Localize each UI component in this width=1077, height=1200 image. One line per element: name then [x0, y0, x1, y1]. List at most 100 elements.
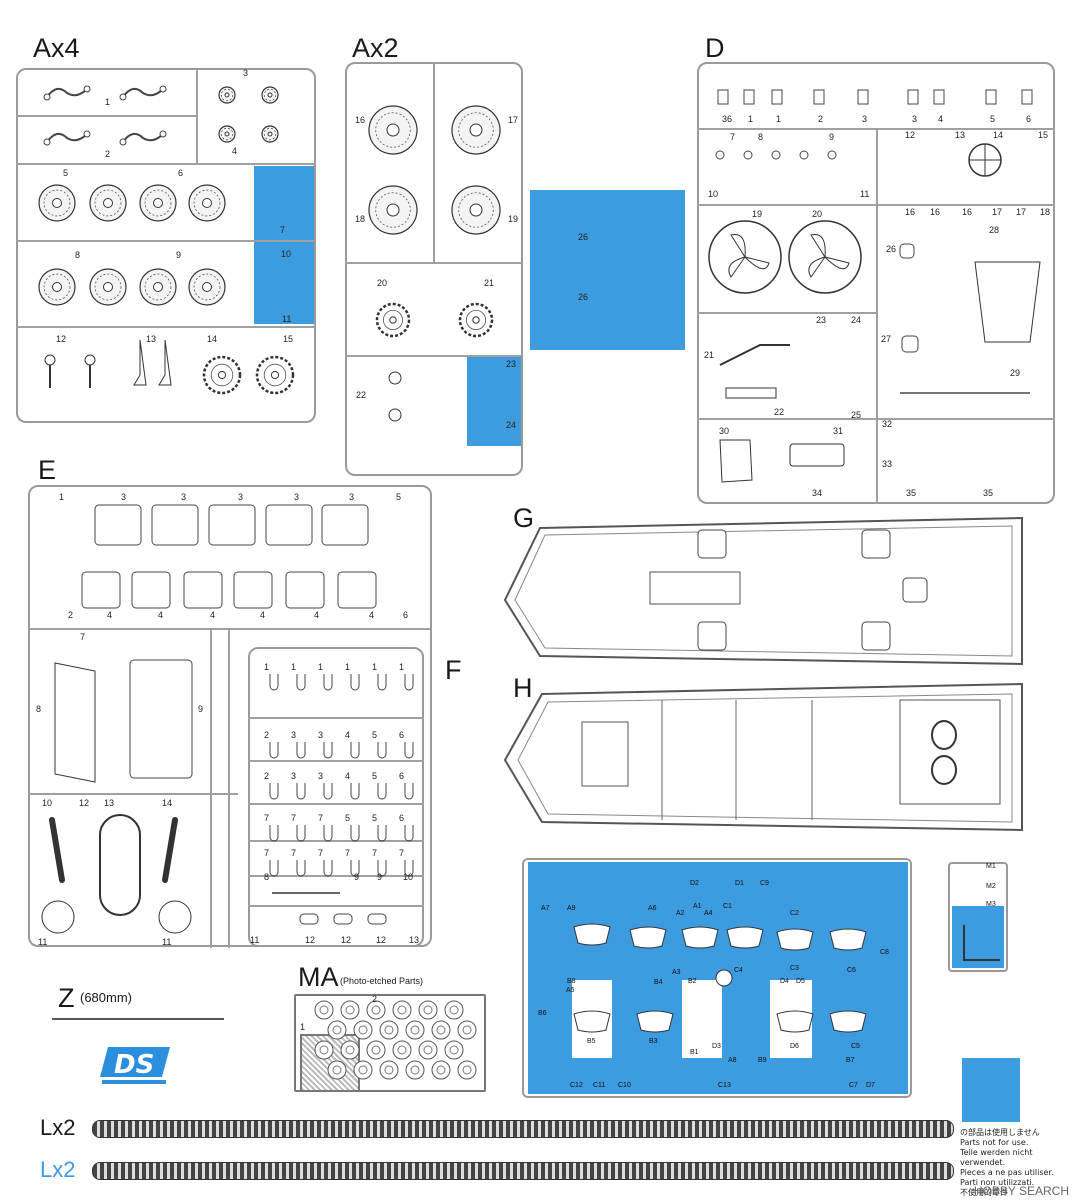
- ax4-road-wheel-top-2-hub: [153, 198, 163, 208]
- ax4-sprocket-14-hub: [217, 370, 227, 380]
- clear-part-number-A2: A2: [676, 910, 685, 917]
- ax4-arm-part-2b-pivot: [159, 130, 167, 138]
- f-small-part-1-0: [269, 742, 279, 759]
- ax4-hub-wheel-0-hub: [224, 92, 230, 98]
- runner: [28, 793, 238, 795]
- e-panel-part-9: [129, 659, 193, 779]
- ma-washer-hole-0-5: [449, 1005, 459, 1015]
- ax4-hub-wheel-3-hub: [267, 131, 273, 137]
- d-part-number-row1-4: 3: [862, 114, 867, 124]
- f-part-number-1-5: 6: [399, 730, 404, 740]
- ax4-road-wheel-top-1-spokes: [94, 189, 122, 217]
- ma-washer-hole-1-4: [436, 1025, 446, 1035]
- d-box-part-31: [789, 443, 845, 467]
- e-hatch-frame-mid-5: [337, 571, 377, 609]
- ma-washer-1-3: [405, 1020, 425, 1040]
- f-part-number-4-3: 7: [345, 848, 350, 858]
- unused-area-clear-bottom: [528, 1058, 908, 1094]
- clear-window-part-8: [776, 1010, 814, 1033]
- clear-window-part-7: [636, 1010, 674, 1033]
- ma-washer-hole-3-3: [410, 1065, 420, 1075]
- hull-h-intake-1: [931, 755, 957, 785]
- unused-area-ax2-small: [467, 356, 521, 446]
- ax4-part-number-7: 7: [280, 225, 285, 235]
- ma-washer-hole-0-2: [371, 1005, 381, 1015]
- ax4-arm-part-1-pivot: [83, 85, 91, 93]
- ax4-road-wheel-bottom-2-spokes: [144, 273, 172, 301]
- f-part-number-3-2: 7: [318, 813, 323, 823]
- clear-window-part-2: [681, 926, 719, 949]
- f-small-part-2-5: [404, 783, 414, 800]
- d-plate-part-28: [974, 261, 1041, 343]
- ax4-arm-part-2b-pivot: [119, 138, 127, 146]
- d-small-part-row1-1: [743, 89, 755, 105]
- note-line-fr: Pieces a ne pas utiliser.: [960, 1168, 1054, 1177]
- runner: [16, 240, 314, 242]
- ax4-road-wheel-bottom-0-hub: [52, 282, 62, 292]
- e-part-number-5: 3: [349, 492, 354, 502]
- f-small-part-2-1: [296, 783, 306, 800]
- ma-washer-2-1: [340, 1040, 360, 1060]
- ax4-hub-wheel-2-spokes: [220, 127, 234, 141]
- ax2-idler-21-hub: [472, 316, 480, 324]
- ma-washer-hole-3-5: [462, 1065, 472, 1075]
- clear-part-number-D3: D3: [712, 1043, 721, 1050]
- ma-washer-hole-1-5: [462, 1025, 472, 1035]
- runner: [28, 628, 432, 630]
- ax2-part-number-22: 22: [356, 390, 366, 400]
- e-ring-part-11b: [158, 900, 192, 934]
- d-part-number-26: 26: [886, 244, 896, 254]
- ax4-part-number-10: 10: [281, 249, 291, 259]
- d-small-part-row1-7: [985, 89, 997, 105]
- clear-part-number-D7: D7: [866, 1082, 875, 1089]
- ax4-arm-part-1-pivot: [43, 93, 51, 101]
- ax4-road-wheel-top-0-hub: [52, 198, 62, 208]
- ax4-spindle-13-1: [158, 339, 172, 386]
- ax4-part-number-12: 12: [56, 334, 66, 344]
- f-small-part-0-2: [323, 674, 333, 691]
- f-part-number-1-1: 3: [291, 730, 296, 740]
- ax4-part-number-13: 13: [146, 334, 156, 344]
- ax4-hub-wheel-0-spokes: [220, 88, 234, 102]
- e-part-number-15: 7: [80, 632, 85, 642]
- ax4-arm-part-2: [46, 132, 88, 143]
- m-bracket-part: [963, 925, 1000, 961]
- d-part-number-20: 20: [812, 209, 822, 219]
- ax4-part-number-5: 5: [63, 168, 68, 178]
- f-part-number-2-0: 2: [264, 771, 269, 781]
- ax2-part-number-26b: 26: [578, 292, 588, 302]
- unused-area-ax4: [254, 166, 314, 324]
- e-part-number-17: 9: [198, 704, 203, 714]
- d-part-number-35b: 35: [983, 488, 993, 498]
- ax4-hub-wheel-2-hub: [224, 131, 230, 137]
- clear-part-number-C4: C4: [734, 967, 743, 974]
- e-hatch-frame-top-2: [208, 504, 256, 546]
- clear-part-number-A9: A9: [567, 905, 576, 912]
- f-part-number-1-4: 5: [372, 730, 377, 740]
- d-knob-0: [715, 150, 725, 160]
- ax4-arm-part-2-pivot: [43, 138, 51, 146]
- ma-washer-1-0: [327, 1020, 347, 1040]
- track-label-1: Lx2: [40, 1115, 76, 1140]
- f-part-number-1-3: 4: [345, 730, 350, 740]
- ax4-arm-part-1: [46, 87, 88, 98]
- hull-g-deck-panel: [649, 571, 741, 605]
- hull-g-hatch-3: [861, 621, 891, 651]
- clear-part-number-C2: C2: [790, 910, 799, 917]
- ax4-arm-part-2b: [122, 132, 164, 143]
- f-part-number-10: 10: [403, 872, 413, 882]
- sprue-z-sublabel: (680mm): [80, 990, 133, 1005]
- hull-h-seat: [581, 721, 629, 787]
- clear-part-number-B5: B5: [587, 1038, 596, 1045]
- note-line-en: Parts not for use.: [960, 1138, 1029, 1147]
- f-part-number-bottom-1: 12: [305, 935, 315, 945]
- ma-washer-hole-2-4: [423, 1045, 433, 1055]
- ma-washer-3-3: [405, 1060, 425, 1080]
- e-part-number-23: 11: [162, 937, 171, 947]
- d-part-number-row3-1: 16: [930, 207, 940, 217]
- e-hatch-frame-mid-3: [233, 571, 273, 609]
- runner: [248, 760, 424, 762]
- d-part-number-22: 22: [774, 407, 784, 417]
- d-small-part-row1-5: [907, 89, 919, 105]
- runner: [16, 115, 196, 117]
